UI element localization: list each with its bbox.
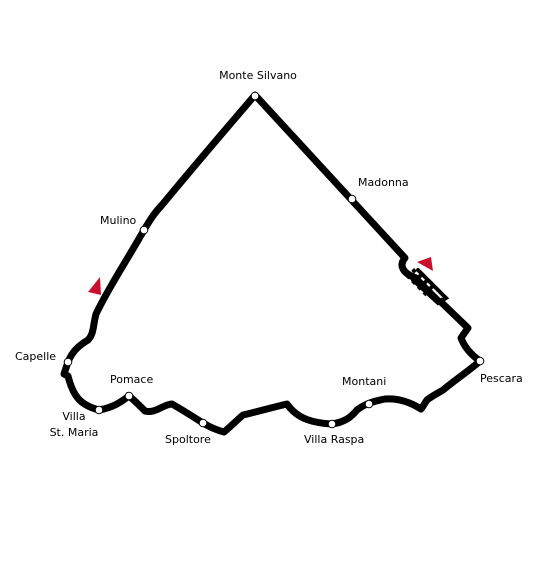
direction-arrow-icon <box>417 257 433 271</box>
place-label-pescara: Pescara <box>480 372 523 385</box>
place-label-pomace: Pomace <box>110 373 153 386</box>
place-label-villa-st-maria-line1: Villa <box>62 410 85 423</box>
place-label-villa-raspa: Villa Raspa <box>304 433 364 446</box>
town-marker-capelle <box>63 357 73 367</box>
town-marker-monte-silvano <box>250 91 260 101</box>
place-label-monte-silvano: Monte Silvano <box>219 69 297 82</box>
track-outline <box>60 91 484 436</box>
place-label-spoltore: Spoltore <box>165 433 211 446</box>
town-marker-mulino <box>139 225 149 235</box>
town-markers <box>63 91 485 429</box>
town-marker-montani <box>364 399 374 409</box>
town-marker-villa-raspa <box>327 419 337 429</box>
place-label-villa-st-maria-line2: St. Maria <box>50 426 99 439</box>
place-label-mulino: Mulino <box>100 214 137 227</box>
town-marker-pescara <box>475 356 485 366</box>
place-label-capelle: Capelle <box>15 350 56 363</box>
place-label-montani: Montani <box>342 375 386 388</box>
direction-arrow-icon <box>88 277 101 295</box>
town-marker-spoltore <box>198 418 208 428</box>
town-marker-madonna <box>347 194 357 204</box>
place-label-madonna: Madonna <box>358 176 409 189</box>
town-marker-villa-st-maria <box>94 405 104 415</box>
town-marker-pomace <box>124 391 134 401</box>
